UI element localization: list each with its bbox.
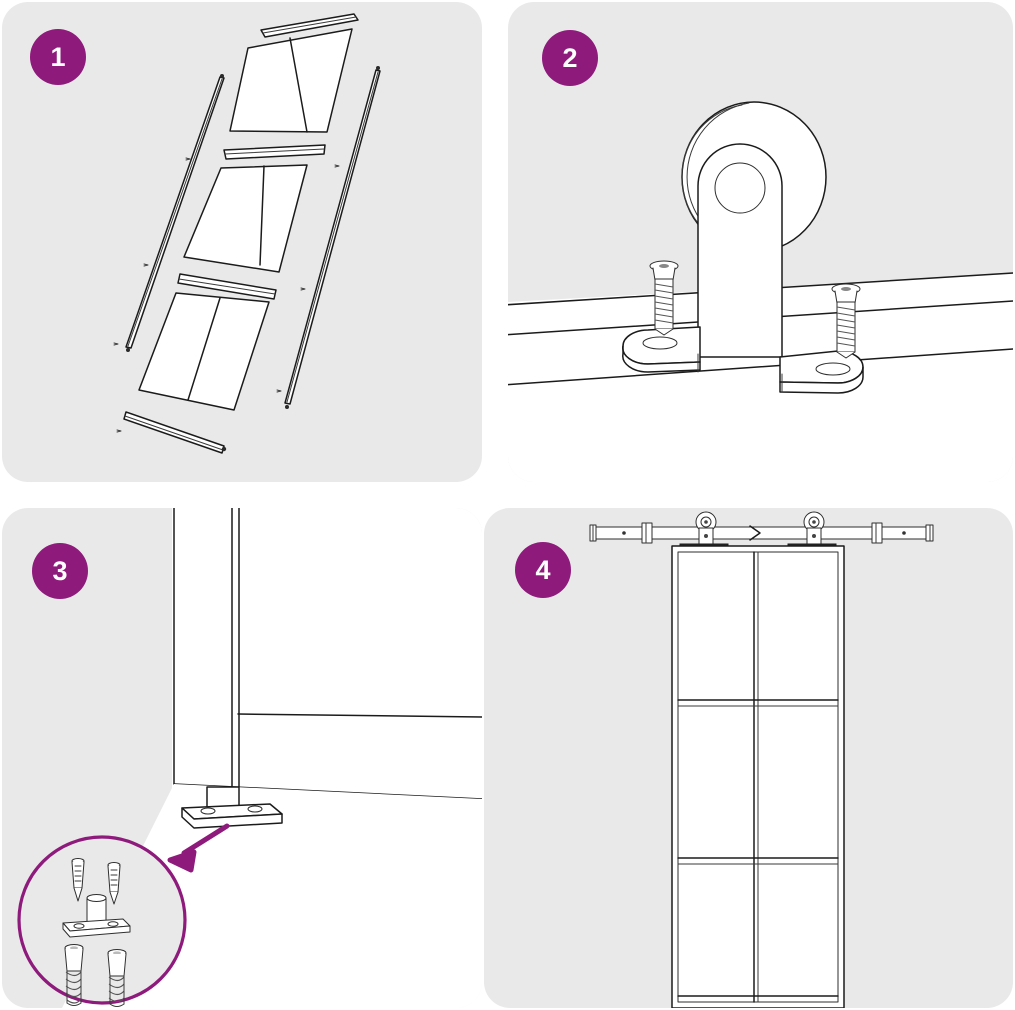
middle-horizontal-rail-lower (177, 273, 277, 300)
right-vertical-stile (284, 66, 381, 409)
floor-guide-bracket (181, 786, 283, 829)
hanger-bracket (697, 143, 783, 358)
bracket-base-plate-right (779, 350, 864, 394)
bottom-horizontal-rail (123, 411, 227, 454)
door-slab (671, 545, 845, 1008)
panel-step-4: 4 (484, 508, 1013, 1008)
inset-floor-guide-bracket (62, 894, 131, 938)
step-number-2: 2 (562, 42, 578, 73)
step-badge-4: 4 (515, 542, 571, 598)
door-bottom-and-floor (62, 508, 482, 1008)
roller-hanger-diagram (508, 101, 1013, 482)
bracket-base-plate-left (622, 326, 701, 373)
panel-step-2: 2 (508, 2, 1013, 482)
step-number-3: 3 (52, 555, 68, 586)
panel-step-1: 1 (2, 2, 482, 482)
step-number-1: 1 (50, 41, 66, 72)
top-horizontal-rail (260, 13, 359, 38)
step-number-4: 4 (535, 554, 551, 585)
middle-horizontal-rail-upper (223, 144, 326, 160)
step-badge-2: 2 (542, 30, 598, 86)
panel-step-3: 3 (2, 508, 482, 1008)
inset-wall-anchor-right (107, 949, 127, 1007)
zoom-pointer-arrow (167, 823, 230, 873)
countersunk-screw-right (831, 283, 861, 359)
step-badge-1: 1 (30, 29, 86, 85)
inset-screw-right (107, 862, 121, 905)
floor-guide-diagram (17, 508, 482, 1008)
glass-pane-pair-lower (138, 292, 270, 411)
glass-pane-pair-middle (183, 164, 308, 273)
inset-screw-left (71, 858, 85, 902)
countersunk-screw-left (649, 260, 679, 336)
left-vertical-stile (125, 74, 225, 352)
exploded-door-diagram (113, 13, 381, 454)
step-badge-3: 3 (32, 543, 88, 599)
registration-marks (113, 157, 340, 433)
glass-pane-pair-upper (229, 28, 353, 133)
inset-wall-anchor-left (64, 944, 84, 1006)
hardware-detail-inset (17, 835, 187, 1007)
completed-door-diagram (589, 511, 934, 1008)
door-rail (589, 522, 934, 544)
